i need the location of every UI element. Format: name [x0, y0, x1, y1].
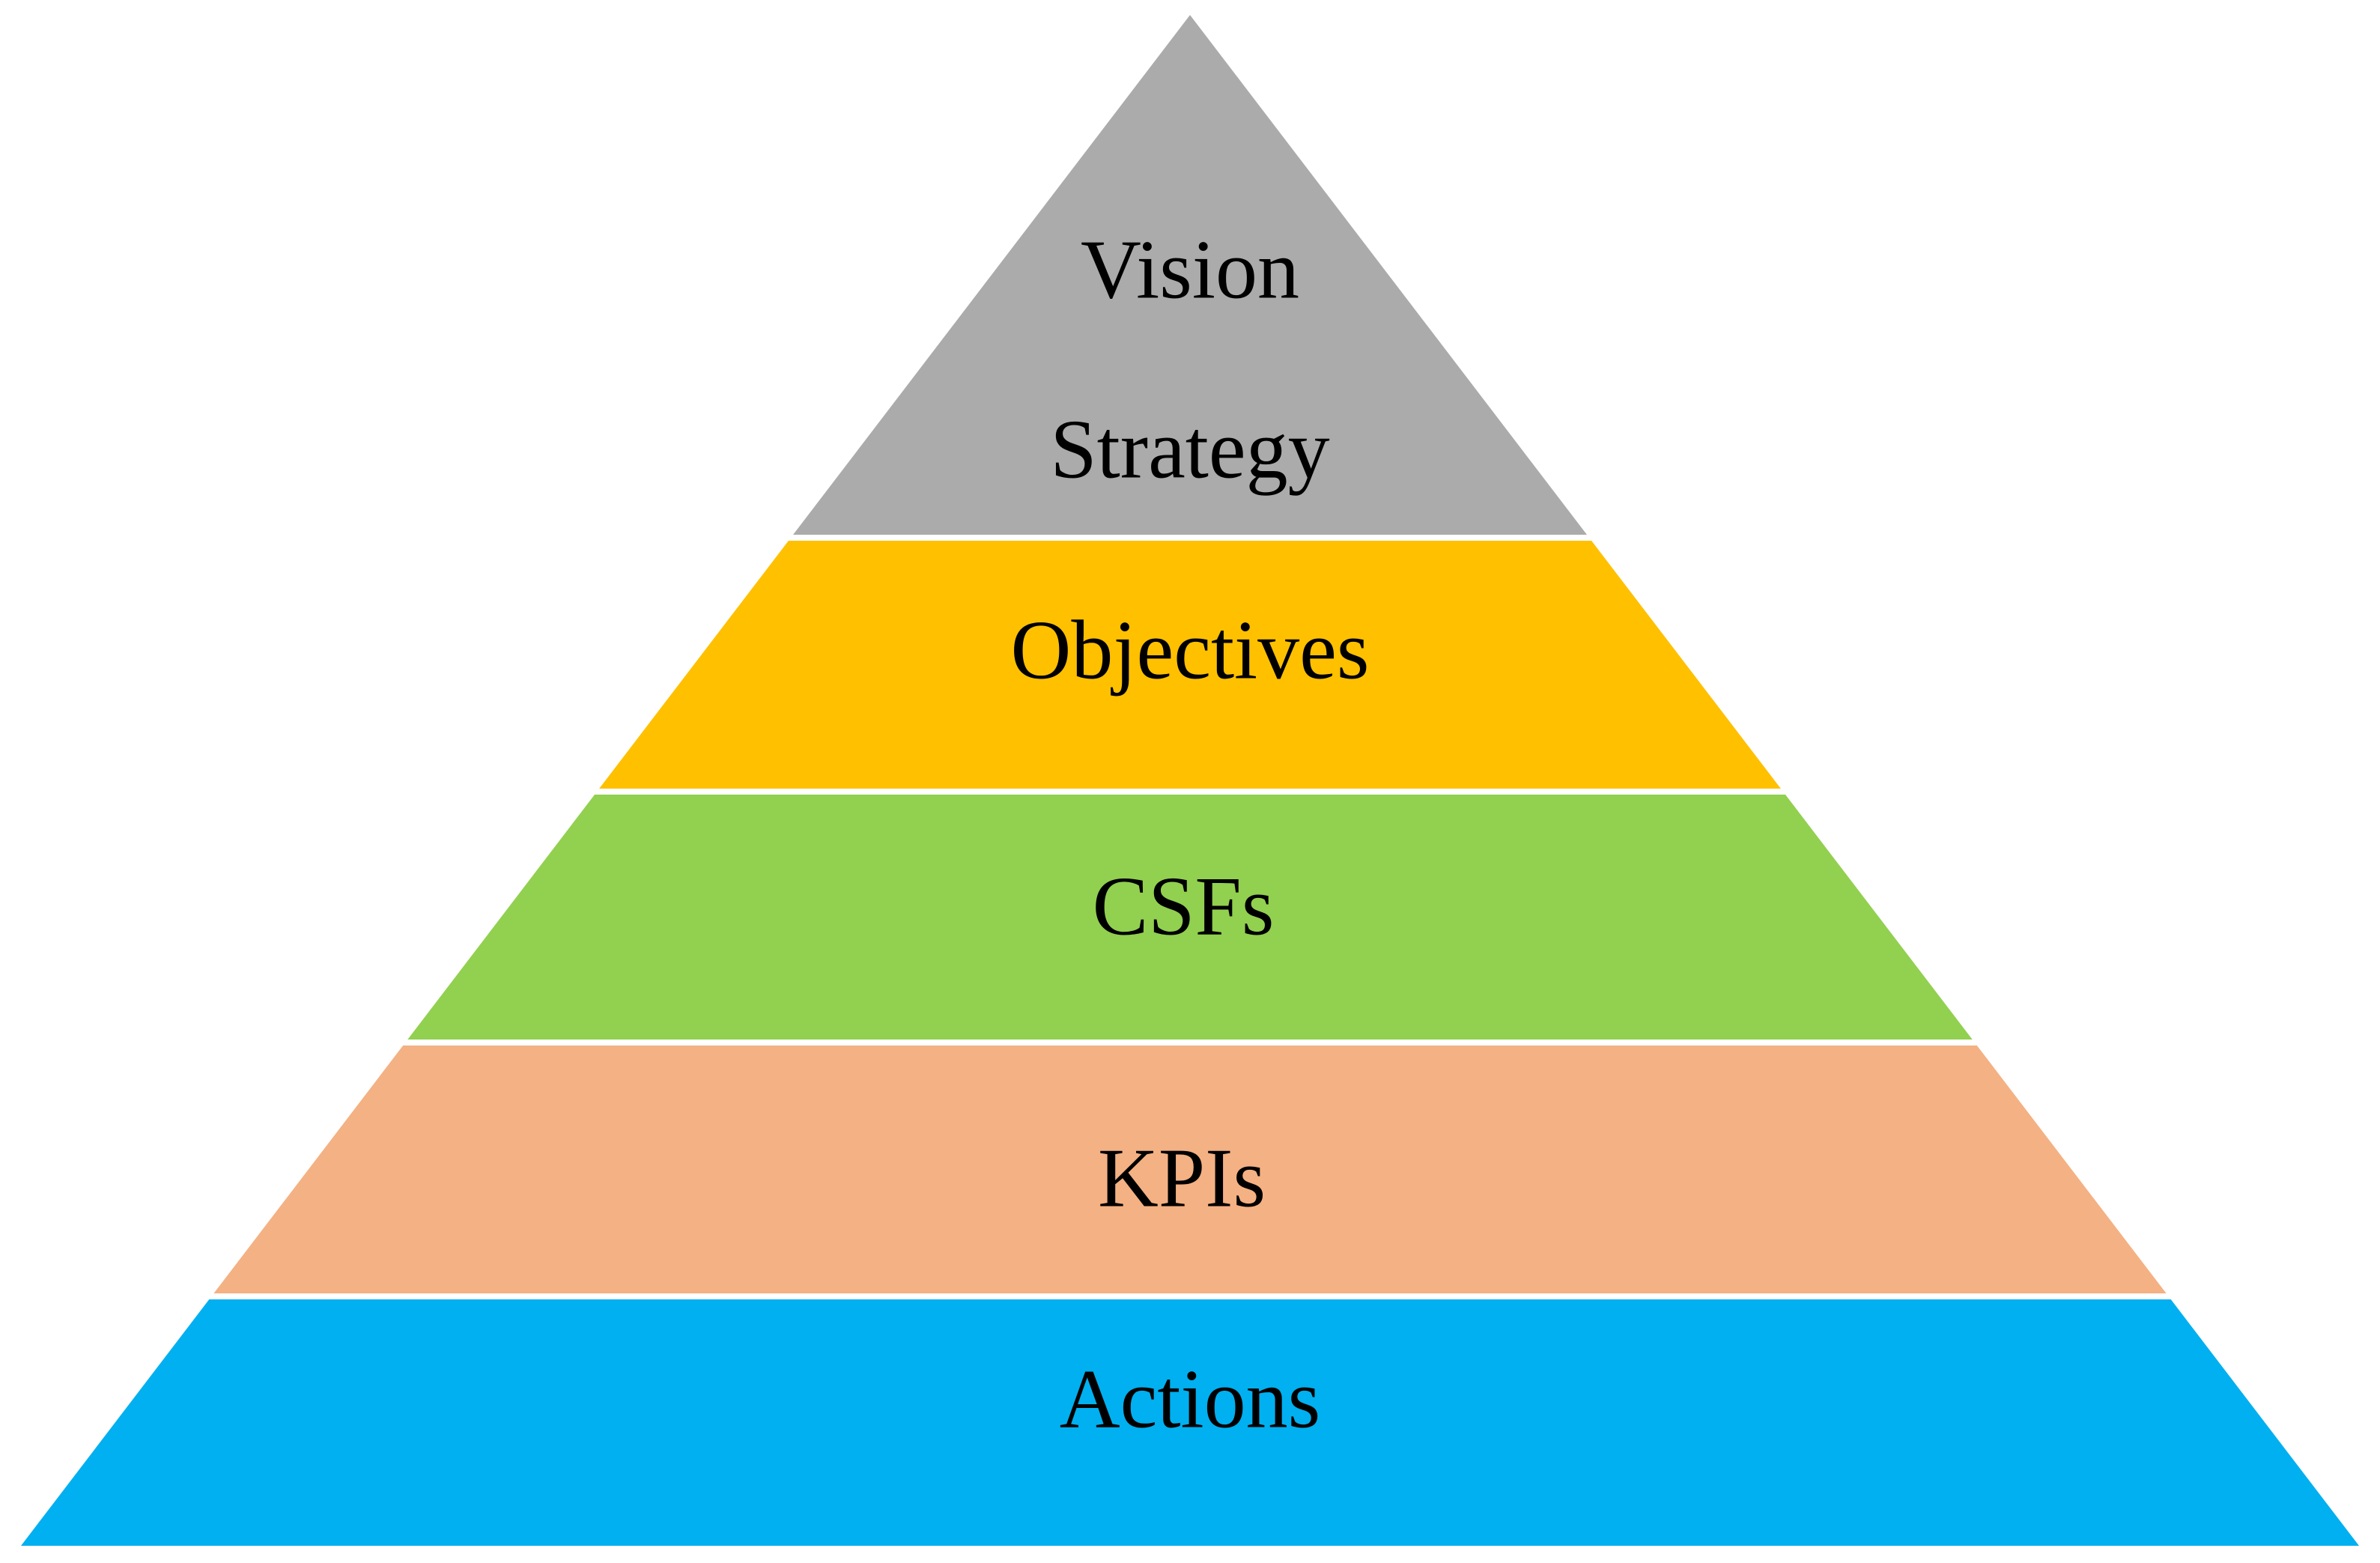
tier-vision-label: Vision	[1081, 224, 1299, 317]
tier-actions-label: Actions	[1060, 1353, 1320, 1446]
tier-csfs-label: CSFs	[1093, 861, 1275, 953]
tier-kpis-label: KPIs	[1098, 1132, 1266, 1225]
tier-kpis	[213, 1045, 2167, 1293]
tier-strategy-label: Strategy	[1050, 404, 1329, 497]
tier-objectives-label: Objectives	[1011, 604, 1370, 697]
tier-objectives	[599, 541, 1781, 789]
tier-csfs	[407, 795, 1973, 1040]
tier-actions	[21, 1299, 2359, 1546]
tier-vision-strategy	[793, 15, 1587, 535]
